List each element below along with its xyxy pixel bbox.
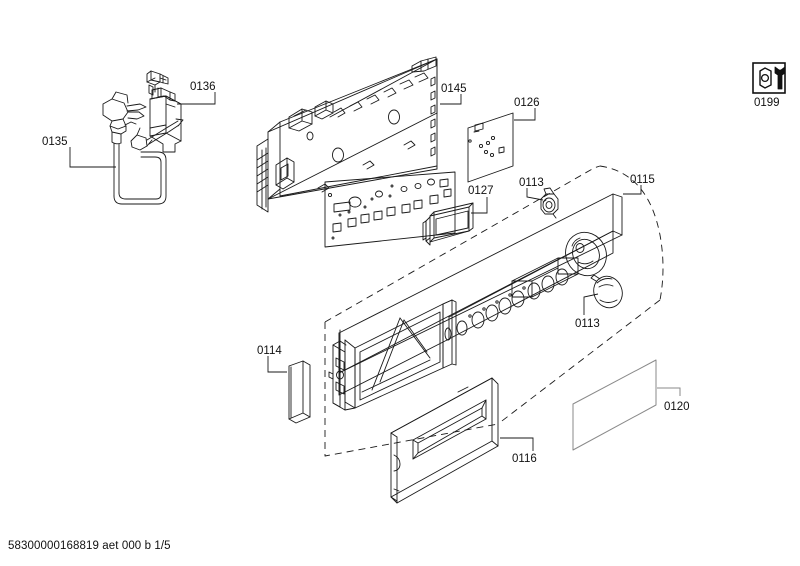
label-0116: 0116 — [512, 453, 537, 465]
part-fascia-panel — [328, 193, 623, 411]
label-0136: 0136 — [190, 81, 216, 93]
label-0113-lower: 0113 — [575, 318, 600, 330]
label-0114: 0114 — [257, 345, 282, 357]
leader-0127 — [471, 197, 488, 214]
label-0135: 0135 — [42, 136, 68, 148]
tool-service-icon — [752, 62, 786, 94]
leader-0145 — [440, 94, 462, 105]
label-0120: 0120 — [664, 401, 690, 413]
leader-0113a — [526, 188, 544, 201]
leader-0116 — [500, 437, 534, 451]
part-blanking-strip — [288, 360, 311, 424]
label-0127: 0127 — [468, 185, 494, 197]
part-knob-small — [540, 187, 559, 219]
label-0145: 0145 — [441, 83, 467, 95]
leader-0115 — [623, 185, 642, 195]
leader-0126 — [514, 108, 536, 121]
part-circuit-board-small — [467, 112, 514, 183]
label-0115: 0115 — [630, 174, 655, 186]
part-interference-suppressor — [146, 70, 182, 153]
fascia-assembly-outline — [324, 165, 664, 457]
label-0113-upper: 0113 — [519, 177, 544, 189]
leader-0120 — [657, 387, 681, 396]
leader-0135 — [69, 147, 116, 168]
label-0199: 0199 — [754, 97, 780, 109]
part-selector-knob — [590, 274, 623, 309]
part-display-unit — [422, 202, 474, 246]
leader-0114 — [267, 356, 287, 373]
label-0126: 0126 — [514, 97, 540, 109]
part-control-module — [256, 56, 438, 213]
part-detergent-drawer-front — [390, 377, 499, 504]
part-power-cord — [102, 91, 184, 205]
leader-0113b — [583, 293, 599, 315]
sheet-footer-text: 58300000168819 aet 000 b 1/5 — [8, 540, 171, 552]
part-main-pcb-strip — [324, 171, 456, 248]
leader-0136 — [177, 92, 216, 105]
part-cover-plate — [572, 359, 657, 451]
